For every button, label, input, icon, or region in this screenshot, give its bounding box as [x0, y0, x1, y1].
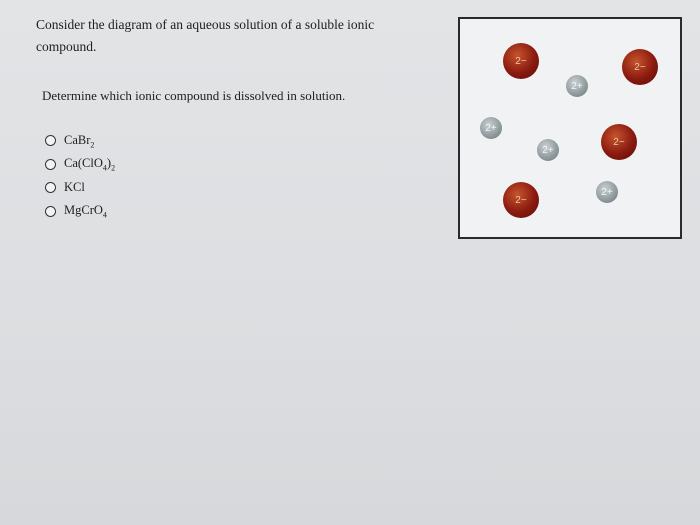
radio-button[interactable]	[45, 158, 56, 170]
anion-particle: 2−	[503, 182, 539, 218]
cation-particle: 2+	[566, 75, 588, 97]
solution-diagram: 2− 2− 2− 2− 2+ 2+ 2+ 2+	[458, 17, 682, 239]
cation-particle: 2+	[537, 139, 559, 161]
option-label: Ca(ClO4)2	[64, 156, 116, 173]
anion-particle: 2−	[622, 49, 658, 85]
option-label: MgCrO4	[64, 203, 107, 220]
option-kcl[interactable]: KCl	[45, 176, 115, 200]
question-prompt: Determine which ionic compound is dissol…	[42, 88, 346, 103]
radio-button[interactable]	[45, 205, 56, 217]
option-label: CaBr2	[64, 132, 95, 150]
anion-particle: 2−	[503, 43, 539, 79]
option-label: KCl	[64, 180, 85, 195]
question-text: Consider the diagram of an aqueous solut…	[36, 17, 375, 54]
answer-options: CaBr2 Ca(ClO4)2 KCl MgCrO4	[45, 129, 115, 223]
option-cabr2[interactable]: CaBr2	[45, 129, 115, 153]
cation-particle: 2+	[596, 181, 618, 203]
anion-particle: 2−	[601, 124, 637, 160]
option-ca-clo4-2[interactable]: Ca(ClO4)2	[45, 153, 115, 177]
radio-button[interactable]	[45, 135, 56, 147]
option-mgcro4[interactable]: MgCrO4	[45, 200, 115, 224]
radio-button[interactable]	[45, 182, 56, 194]
cation-particle: 2+	[480, 117, 502, 139]
